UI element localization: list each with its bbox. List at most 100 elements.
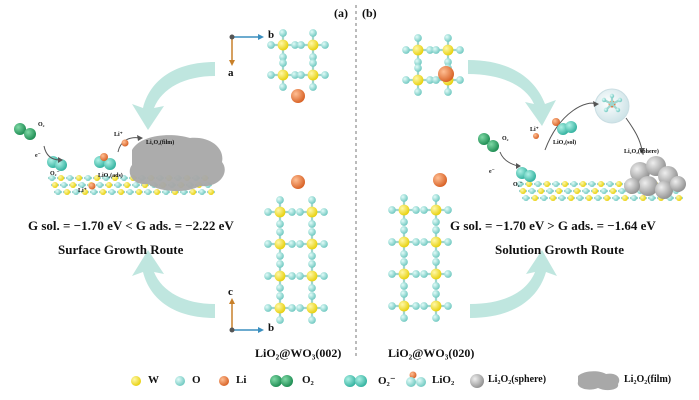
o-atom xyxy=(145,189,151,195)
w-atom xyxy=(604,195,610,201)
o-atom xyxy=(420,270,428,278)
w-atom xyxy=(430,268,442,280)
panel-label-b: (b) xyxy=(362,6,377,20)
o-atom xyxy=(613,195,619,201)
o-atom xyxy=(291,41,299,49)
o-atom xyxy=(264,208,272,216)
o-atom xyxy=(388,302,396,310)
w-atom xyxy=(112,175,118,181)
legend-o2-symbol xyxy=(281,375,293,387)
w-atom xyxy=(538,188,544,194)
o-atom xyxy=(432,282,440,290)
route-title-right: Solution Growth Route xyxy=(495,242,625,257)
o-atom xyxy=(97,182,103,188)
o-atom xyxy=(276,316,284,324)
o-atom xyxy=(559,195,565,201)
li-atom xyxy=(291,89,305,103)
label-lio2-left: LiO₂(ads) xyxy=(98,173,123,179)
o-atom xyxy=(456,46,464,54)
w-atom xyxy=(640,195,646,201)
o-atom xyxy=(276,252,284,260)
w-atom xyxy=(277,39,289,51)
li-atom xyxy=(291,175,305,189)
wo3-020-top-view-model xyxy=(402,34,464,96)
o-atom xyxy=(308,284,316,292)
o-atom xyxy=(296,208,304,216)
wo3-002-top-view-model xyxy=(267,29,329,103)
o-atom xyxy=(288,304,296,312)
axis-indicator-top xyxy=(229,34,264,66)
w-atom xyxy=(562,181,568,187)
li-atom xyxy=(433,173,447,187)
w-atom xyxy=(154,189,160,195)
o-atom xyxy=(388,206,396,214)
w-atom xyxy=(412,44,424,56)
o-atom xyxy=(432,76,440,84)
label-eminus-right: e⁻ xyxy=(489,169,495,175)
o-atom xyxy=(276,292,284,300)
w-atom xyxy=(520,188,526,194)
lio2-solvated-molecule xyxy=(552,118,577,135)
o-atom xyxy=(432,250,440,258)
o-atom xyxy=(321,71,329,79)
label-liplus-left: Li⁺ xyxy=(114,132,123,138)
w-atom xyxy=(398,236,410,248)
li-atom xyxy=(100,153,108,161)
o-atom xyxy=(279,83,287,91)
reaction-arrows-right xyxy=(499,101,645,169)
w-atom xyxy=(592,188,598,194)
o-atom xyxy=(571,181,577,187)
o-atom xyxy=(297,71,305,79)
o-atom xyxy=(577,195,583,201)
w-atom xyxy=(100,189,106,195)
wo3-020-side-view-model xyxy=(388,173,452,322)
route-title-left: Surface Growth Route xyxy=(58,242,184,257)
o-atom xyxy=(414,58,422,66)
o2-molecule-left xyxy=(14,123,36,140)
o-atom xyxy=(276,284,284,292)
o-atom xyxy=(308,292,316,300)
w-atom xyxy=(398,268,410,280)
w-atom xyxy=(616,181,622,187)
o-atom xyxy=(55,189,61,195)
o-atom xyxy=(589,181,595,187)
w-atom xyxy=(430,236,442,248)
w-atom xyxy=(526,181,532,187)
o-atom xyxy=(414,34,422,42)
w-atom xyxy=(277,69,289,81)
o-atom xyxy=(61,182,67,188)
w-atom xyxy=(106,182,112,188)
o-atom xyxy=(607,181,613,187)
o-atom xyxy=(432,218,440,226)
label-liplus-right: Li⁺ xyxy=(530,127,539,133)
o2-molecule-right xyxy=(478,133,499,152)
o-atom xyxy=(432,314,440,322)
label-o2minus-right: O₂⁻ xyxy=(513,182,523,188)
w-atom xyxy=(136,189,142,195)
label-o2minus-left: O₂⁻ xyxy=(50,171,60,177)
wo3-002-side-view-model xyxy=(264,175,328,324)
o-atom xyxy=(85,175,91,181)
o-atom xyxy=(601,188,607,194)
o-atom xyxy=(402,46,410,54)
o-atom xyxy=(79,182,85,188)
legend-label-sphere: Li₂O₂(sphere) xyxy=(488,374,547,385)
w-atom xyxy=(622,195,628,201)
o-atom xyxy=(420,238,428,246)
w-atom xyxy=(64,189,70,195)
label-o2-right: O₂ xyxy=(502,136,509,142)
o-atom xyxy=(133,182,139,188)
w-atom xyxy=(190,189,196,195)
o-atom xyxy=(388,270,396,278)
o-atom xyxy=(547,188,553,194)
w-atom xyxy=(307,69,319,81)
w-atom xyxy=(586,195,592,201)
axis-label-bottom-c: c xyxy=(228,286,233,298)
o-atom xyxy=(444,34,452,42)
li-ion-right xyxy=(533,133,539,139)
model-label-left: LiO₂@WO₃(002) xyxy=(255,346,342,360)
o-atom xyxy=(553,181,559,187)
o-atom xyxy=(432,226,440,234)
o-atom xyxy=(320,304,328,312)
legend-label-o2: O₂ xyxy=(302,374,314,386)
